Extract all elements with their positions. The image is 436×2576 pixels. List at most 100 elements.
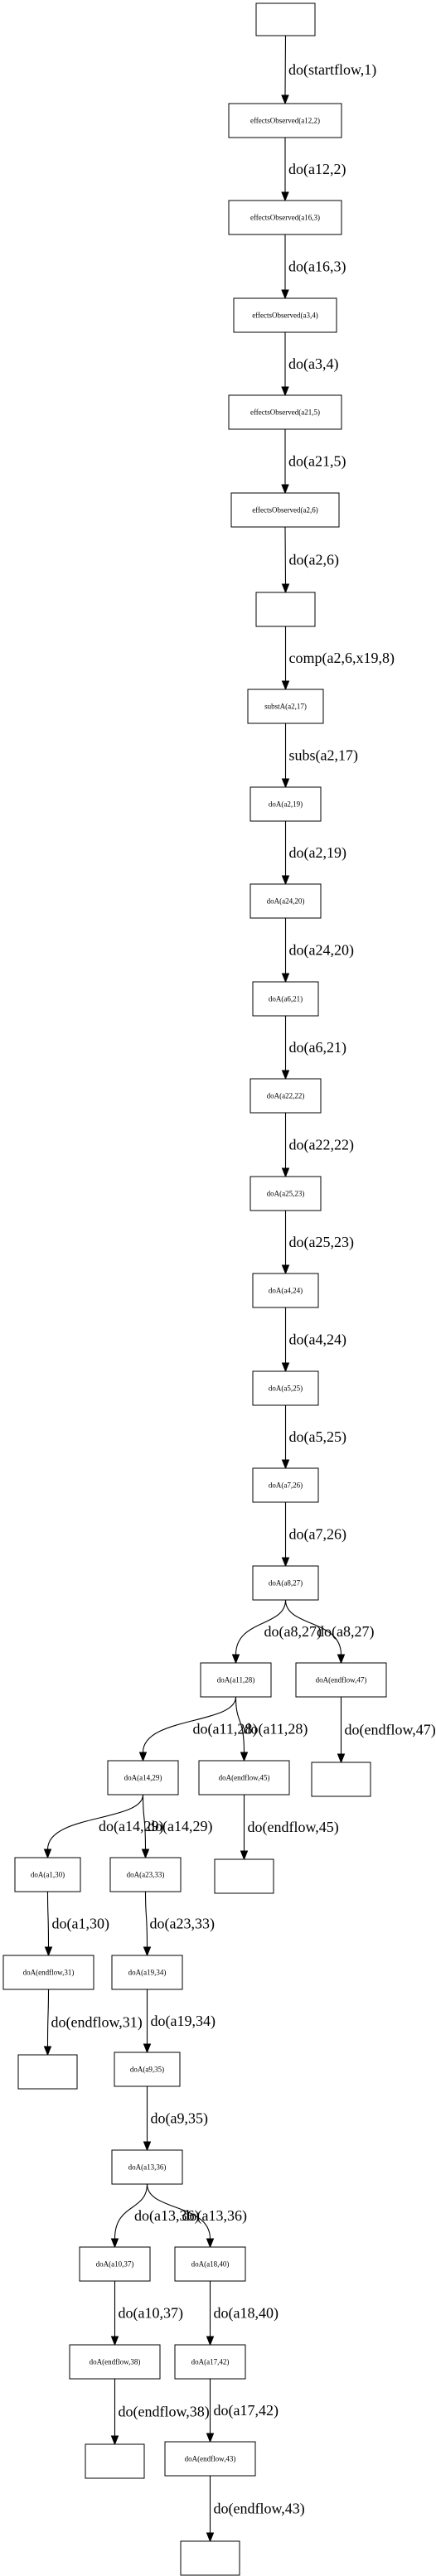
transition-edge: do(a8,27) [231,1599,322,1665]
arrowhead-icon [281,680,290,691]
node-label: doA(a17,42) [191,2358,230,2366]
empty-state-node [255,2,316,36]
edge-label: do(a13,36) [182,2207,247,2225]
transition-edge: do(startflow,1) [281,35,376,105]
arrowhead-icon [281,386,289,397]
arrowhead-icon [206,2532,215,2543]
transition-edge: do(a22,22) [281,1113,354,1178]
arrowhead-icon [110,2435,119,2446]
state-node: doA(a19,34) [111,1955,183,1990]
state-node: doA(a7,26) [252,1467,319,1503]
node-label: effectsObserved(a2,6) [252,506,318,515]
node-box [14,1857,81,1892]
transition-edge: do(a11,28) [235,1696,308,1762]
node-label: doA(a13,36) [128,2163,167,2172]
arrowhead-icon [206,2238,215,2249]
node-label: substA(a2,17) [264,703,307,711]
edge-line [46,1891,50,1948]
edge-label: do(endflow,31) [51,2014,143,2032]
arrowhead-icon [206,2336,215,2346]
node-label: effectsObserved(a16,3) [250,214,320,222]
state-node: effectsObserved(a21,5) [228,394,342,430]
node-label: doA(endflow,45) [219,1774,270,1782]
state-node: effectsObserved(a12,2) [228,103,342,138]
node-label: effectsObserved(a3,4) [252,312,318,320]
edge-line [144,1891,148,1948]
transition-edge: do(a11,28) [138,1696,257,1762]
node-box [85,2443,145,2479]
edge-label: do(a13,36) [134,2207,199,2225]
edge-label: do(endflow,47) [345,1722,436,1739]
node-box [252,1370,319,1406]
edge-label: do(a17,42) [214,2402,279,2419]
node-box [174,2246,246,2282]
transition-edge: do(a2,6) [281,526,339,594]
edge-label: do(a12,2) [288,161,346,178]
state-node: effectsObserved(a2,6) [230,492,340,528]
arrowhead-icon [281,1557,290,1568]
node-box [249,1078,322,1114]
transition-edge: do(endflow,47) [337,1697,436,1764]
node-box [111,2149,183,2185]
edge-label: do(a2,19) [289,844,346,862]
edge-label: do(a7,26) [289,1526,346,1544]
arrowhead-icon [281,1264,290,1275]
node-box [109,1857,182,1892]
transition-edge: do(a7,26) [281,1502,346,1568]
state-node: doA(endflow,31) [2,1955,94,1990]
node-label: doA(a24,20) [267,897,305,906]
transition-edge: do(a1,30) [44,1891,109,1957]
arrowhead-icon [110,2336,119,2346]
state-node: doA(a13,36) [111,2149,183,2185]
state-node: doA(a22,22) [249,1078,322,1114]
edge-line [284,1599,342,1655]
node-box [2,1955,94,1990]
empty-state-node [180,2540,240,2576]
arrowhead-icon [143,1946,152,1957]
arrowhead-icon [138,1752,148,1762]
edge-label: do(a1,30) [52,1916,109,1933]
state-node: doA(endflow,38) [69,2344,161,2380]
node-box [255,2,316,36]
transition-edge: do(endflow,38) [110,2379,210,2446]
node-box [247,689,324,724]
empty-state-node [214,1858,274,1894]
state-node: doA(a1,30) [14,1857,81,1892]
node-box [249,883,322,919]
edge-layer: do(startflow,1) do(a12,2) do(a16,3) do(a3,4… [43,35,436,2543]
transition-edge: do(a25,23) [281,1211,354,1275]
node-label: doA(a11,28) [217,1676,254,1684]
edge-label: do(a16,3) [288,259,346,276]
arrowhead-icon [281,875,290,886]
state-node: doA(a14,29) [107,1760,179,1795]
transition-edge: do(a12,2) [281,138,346,202]
edge-label: do(a21,5) [288,453,346,471]
edge-label: do(a18,40) [214,2305,279,2322]
edge-line [284,35,287,96]
arrowhead-icon [44,1946,53,1957]
transition-edge: do(a3,4) [281,332,338,397]
edge-label: do(a22,22) [289,1137,354,1154]
arrowhead-icon [206,2433,215,2443]
transition-edge: do(endflow,43) [206,2476,305,2543]
node-label: doA(a25,23) [267,1190,305,1198]
arrowhead-icon [141,1849,150,1859]
edge-label: do(a11,28) [244,1721,308,1738]
node-box [249,1176,322,1211]
arrowhead-icon [240,1850,249,1861]
arrowhead-icon [231,1654,240,1665]
edge-label: do(endflow,43) [214,2501,305,2518]
transition-edge: do(a21,5) [281,429,346,495]
node-label: doA(a9,35) [130,2066,164,2074]
state-node: effectsObserved(a16,3) [228,200,342,235]
transition-edge: do(a14,29) [43,1794,163,1859]
arrowhead-icon [337,1654,346,1665]
arrowhead-icon [240,1752,249,1762]
node-layer: effectsObserved(a12,2) effectsObserved(a1… [2,2,387,2576]
node-label: doA(a14,29) [124,1774,162,1782]
state-node: doA(a4,24) [252,1273,319,1308]
node-box [228,394,342,430]
arrowhead-icon [281,191,289,202]
node-box [252,1467,319,1503]
